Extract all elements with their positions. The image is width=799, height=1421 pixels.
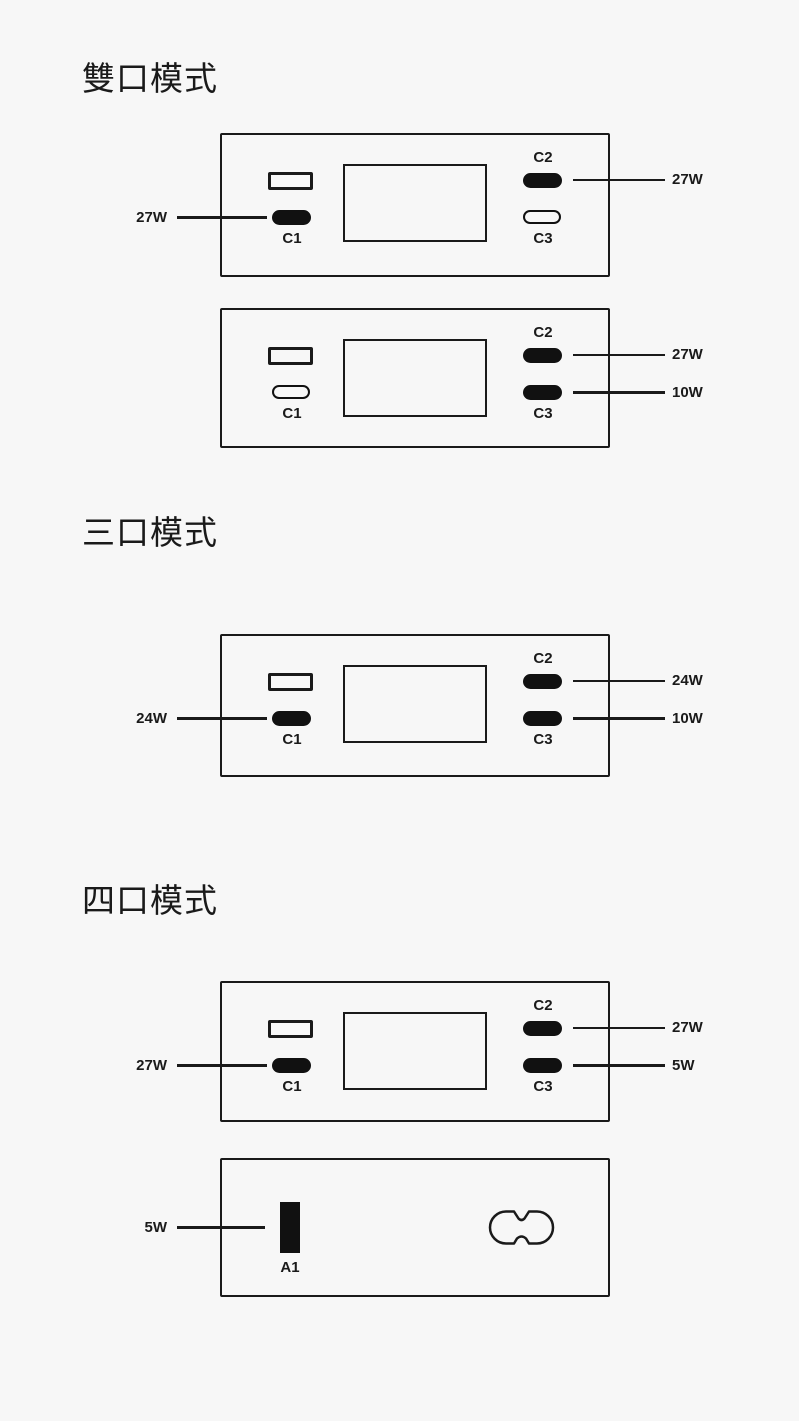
port-label-c2: C2 xyxy=(533,324,553,341)
watt-label-c3: 5W xyxy=(672,1056,695,1074)
watt-label-c1: 27W xyxy=(136,1056,167,1074)
port-label-c3: C3 xyxy=(533,1078,553,1095)
usb-a-port xyxy=(268,347,313,365)
device-front-panel: C1 C2 C3 xyxy=(220,981,610,1122)
watt-label-c2: 27W xyxy=(672,346,703,363)
port-label-c3: C3 xyxy=(533,405,553,422)
leader-line xyxy=(573,717,665,720)
leader-line xyxy=(573,178,665,182)
port-label-c1: C1 xyxy=(282,1078,302,1095)
port-label-c1: C1 xyxy=(282,405,302,422)
port-c2 xyxy=(523,348,562,363)
watt-label-c2: 27W xyxy=(672,1019,703,1036)
section-heading-four-port-mode: 四口模式 xyxy=(82,882,218,919)
port-label-c2: C2 xyxy=(533,650,553,667)
section-heading-three-port-mode: 三口模式 xyxy=(82,514,218,551)
port-c1 xyxy=(272,385,310,399)
port-a1 xyxy=(280,1202,300,1253)
leader-line xyxy=(573,1064,665,1067)
leader-line xyxy=(177,1226,265,1229)
port-c3 xyxy=(523,711,562,726)
display-screen xyxy=(343,339,487,417)
port-label-c2: C2 xyxy=(533,149,553,166)
leader-line xyxy=(573,391,665,394)
leader-line xyxy=(177,216,267,219)
watt-label-c1: 24W xyxy=(136,709,167,727)
port-label-c2: C2 xyxy=(533,997,553,1014)
port-c3 xyxy=(523,1058,562,1073)
leader-line xyxy=(177,717,267,720)
display-screen xyxy=(343,1012,487,1090)
port-c1 xyxy=(272,1058,311,1073)
display-screen xyxy=(343,665,487,743)
usb-a-port xyxy=(268,1020,313,1038)
port-label-c3: C3 xyxy=(533,731,553,748)
port-c1 xyxy=(272,210,311,225)
port-c3 xyxy=(523,385,562,400)
port-c1 xyxy=(272,711,311,726)
section-heading-dual-port-mode: 雙口模式 xyxy=(82,60,218,97)
port-label-c1: C1 xyxy=(282,731,302,748)
watt-label-c3: 10W xyxy=(672,709,703,727)
device-front-panel: C1 C2 C3 xyxy=(220,634,610,777)
ac-power-inlet-icon xyxy=(488,1210,555,1245)
watt-label-c2: 27W xyxy=(672,171,703,188)
watt-label-c2: 24W xyxy=(672,672,703,689)
port-c3 xyxy=(523,210,561,224)
display-screen xyxy=(343,164,487,242)
port-label-a1: A1 xyxy=(280,1259,300,1276)
device-rear-panel: A1 xyxy=(220,1158,610,1297)
port-label-c3: C3 xyxy=(533,230,553,247)
watt-label-a1: 5W xyxy=(144,1218,168,1236)
device-front-panel: C1 C2 C3 xyxy=(220,308,610,448)
leader-line xyxy=(177,1064,267,1067)
leader-line xyxy=(573,353,665,357)
port-label-c1: C1 xyxy=(282,230,302,247)
watt-label-c3: 10W xyxy=(672,383,703,401)
watt-label-c1: 27W xyxy=(136,208,167,226)
leader-line xyxy=(573,1026,665,1030)
usb-a-port xyxy=(268,673,313,691)
port-c2 xyxy=(523,173,562,188)
leader-line xyxy=(573,679,665,683)
device-front-panel: C1 C2 C3 xyxy=(220,133,610,277)
port-c2 xyxy=(523,674,562,689)
usb-a-port xyxy=(268,172,313,190)
port-c2 xyxy=(523,1021,562,1036)
